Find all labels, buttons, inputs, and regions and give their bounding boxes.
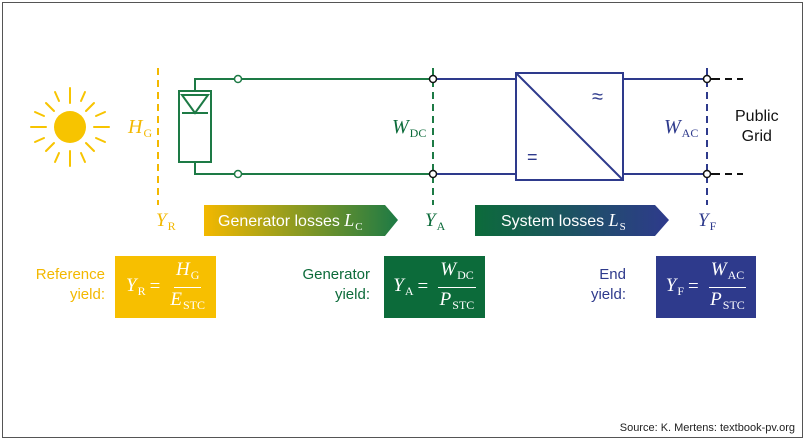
generator-losses-label: Generator losses LC <box>218 210 363 233</box>
sun-icon <box>30 87 110 167</box>
inverter-ac-symbol: ≈ <box>592 86 603 108</box>
ya-label: YA <box>425 210 446 233</box>
generator-yield-formula: YA = WDC PSTC <box>384 256 485 318</box>
reference-yield-formula: YR = HG ESTC <box>115 256 216 318</box>
yr-label: YR <box>156 210 176 233</box>
grid-connection <box>711 78 743 175</box>
generator-yield-label: Generator yield: <box>302 266 370 303</box>
diagram-frame <box>2 2 803 438</box>
hg-label: HG <box>128 116 153 140</box>
end-yield-formula: YF = WAC PSTC <box>656 256 756 318</box>
reference-yield-label: Reference yield: <box>35 266 105 303</box>
yf-label: YF <box>698 210 717 233</box>
source-credit: Source: K. Mertens: textbook-pv.org <box>619 422 795 434</box>
wac-label: WAC <box>664 116 699 140</box>
wdc-label: WDC <box>392 116 427 140</box>
end-yield-label: End yield: <box>590 266 626 303</box>
dc-wiring <box>194 78 433 175</box>
system-losses-arrow <box>475 205 669 236</box>
inverter-dc-symbol: = <box>527 147 538 167</box>
system-losses-label: System losses LS <box>501 210 626 233</box>
public-grid-label: Public Grid <box>735 108 779 145</box>
pv-module-icon <box>178 90 212 163</box>
ac-wiring <box>437 78 703 175</box>
inverter-icon <box>515 72 624 181</box>
generator-losses-arrow <box>204 205 398 236</box>
